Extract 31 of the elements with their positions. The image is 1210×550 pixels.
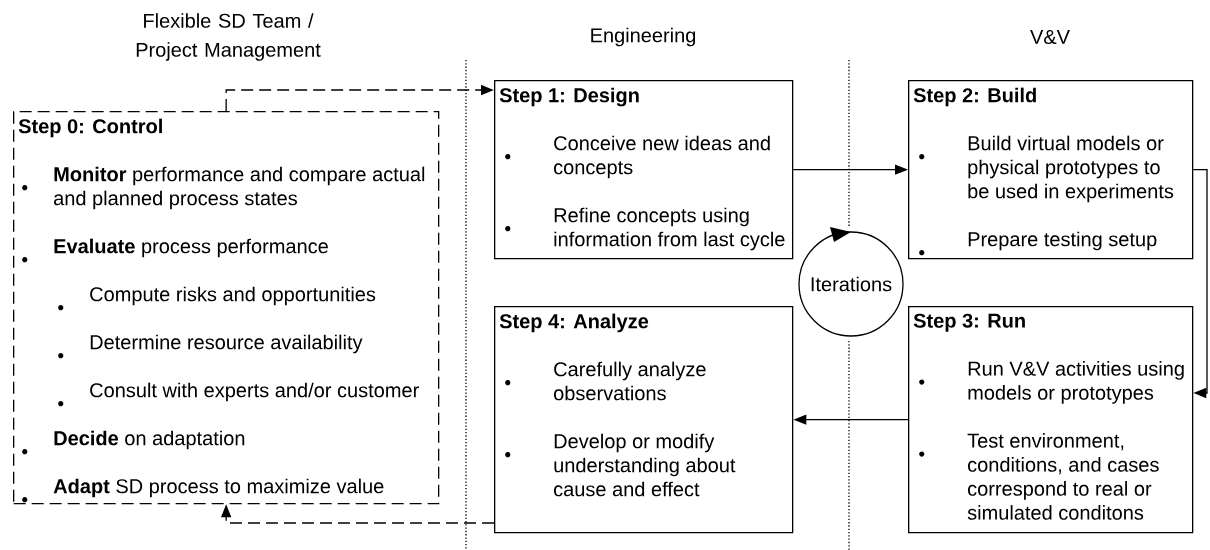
step-heading: Step 2: Build bbox=[913, 87, 1036, 107]
column-heading: Flexible SD Team / Project Management bbox=[136, 13, 321, 61]
process-box bbox=[908, 80, 1194, 260]
arrow bbox=[1192, 169, 1208, 399]
column-heading: V&V bbox=[1030, 29, 1070, 44]
list-item: Test environment, conditions, and cases correspond to real or simulated conditons bbox=[967, 433, 1159, 520]
list-item: Consult with experts and/or customer bbox=[90, 382, 419, 402]
process-box bbox=[13, 111, 440, 505]
cycle-label: Iterations bbox=[811, 276, 892, 292]
cycle-arrow bbox=[798, 227, 904, 337]
step-heading: Step 3: Run bbox=[913, 313, 1025, 332]
step-heading: Step 0: Control bbox=[18, 118, 162, 138]
process-box bbox=[494, 80, 794, 260]
step-heading: Step 4: Analyze bbox=[499, 313, 649, 333]
list-item: Carefully analyze observations bbox=[554, 361, 706, 401]
list-item: Conceive new ideas and concepts bbox=[554, 135, 770, 179]
list-item: Decide on adaptation bbox=[54, 430, 245, 450]
list-item: Adapt SD process to maximize value bbox=[53, 478, 384, 498]
process-box bbox=[908, 306, 1194, 534]
process-box bbox=[494, 306, 794, 534]
list-item: Monitor performance and compare actual and planned process states bbox=[54, 166, 425, 210]
step-heading: Step 1: Design bbox=[499, 87, 639, 107]
list-item: Run V&V activities using models or prototypes bbox=[968, 361, 1184, 404]
list-item: Develop or modify understanding about cause and effect bbox=[554, 433, 736, 497]
list-item: Determine resource availability bbox=[90, 334, 363, 354]
list-item: Evaluate process performance bbox=[54, 238, 328, 258]
list-item: Compute risks and opportunities bbox=[90, 286, 376, 306]
column-heading: Engineering bbox=[591, 27, 696, 47]
list-item: Prepare testing setup bbox=[968, 231, 1157, 251]
list-item: Build virtual models or physical prototypes to be used in experiments bbox=[968, 135, 1174, 203]
list-item: Refine concepts using information from last cycle bbox=[554, 207, 785, 251]
